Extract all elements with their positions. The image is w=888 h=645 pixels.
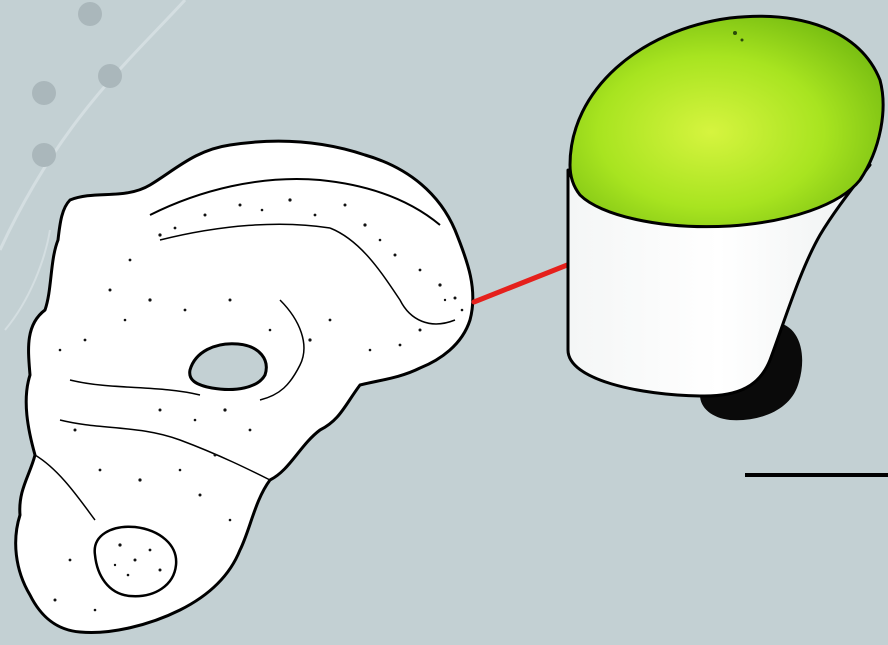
background-dot bbox=[32, 81, 56, 105]
bone-condyle bbox=[95, 527, 176, 596]
background-dot bbox=[78, 2, 102, 26]
background-dot bbox=[98, 64, 122, 88]
cap-speck bbox=[741, 39, 744, 42]
background-dot bbox=[32, 143, 56, 167]
cap-speck bbox=[733, 31, 737, 35]
